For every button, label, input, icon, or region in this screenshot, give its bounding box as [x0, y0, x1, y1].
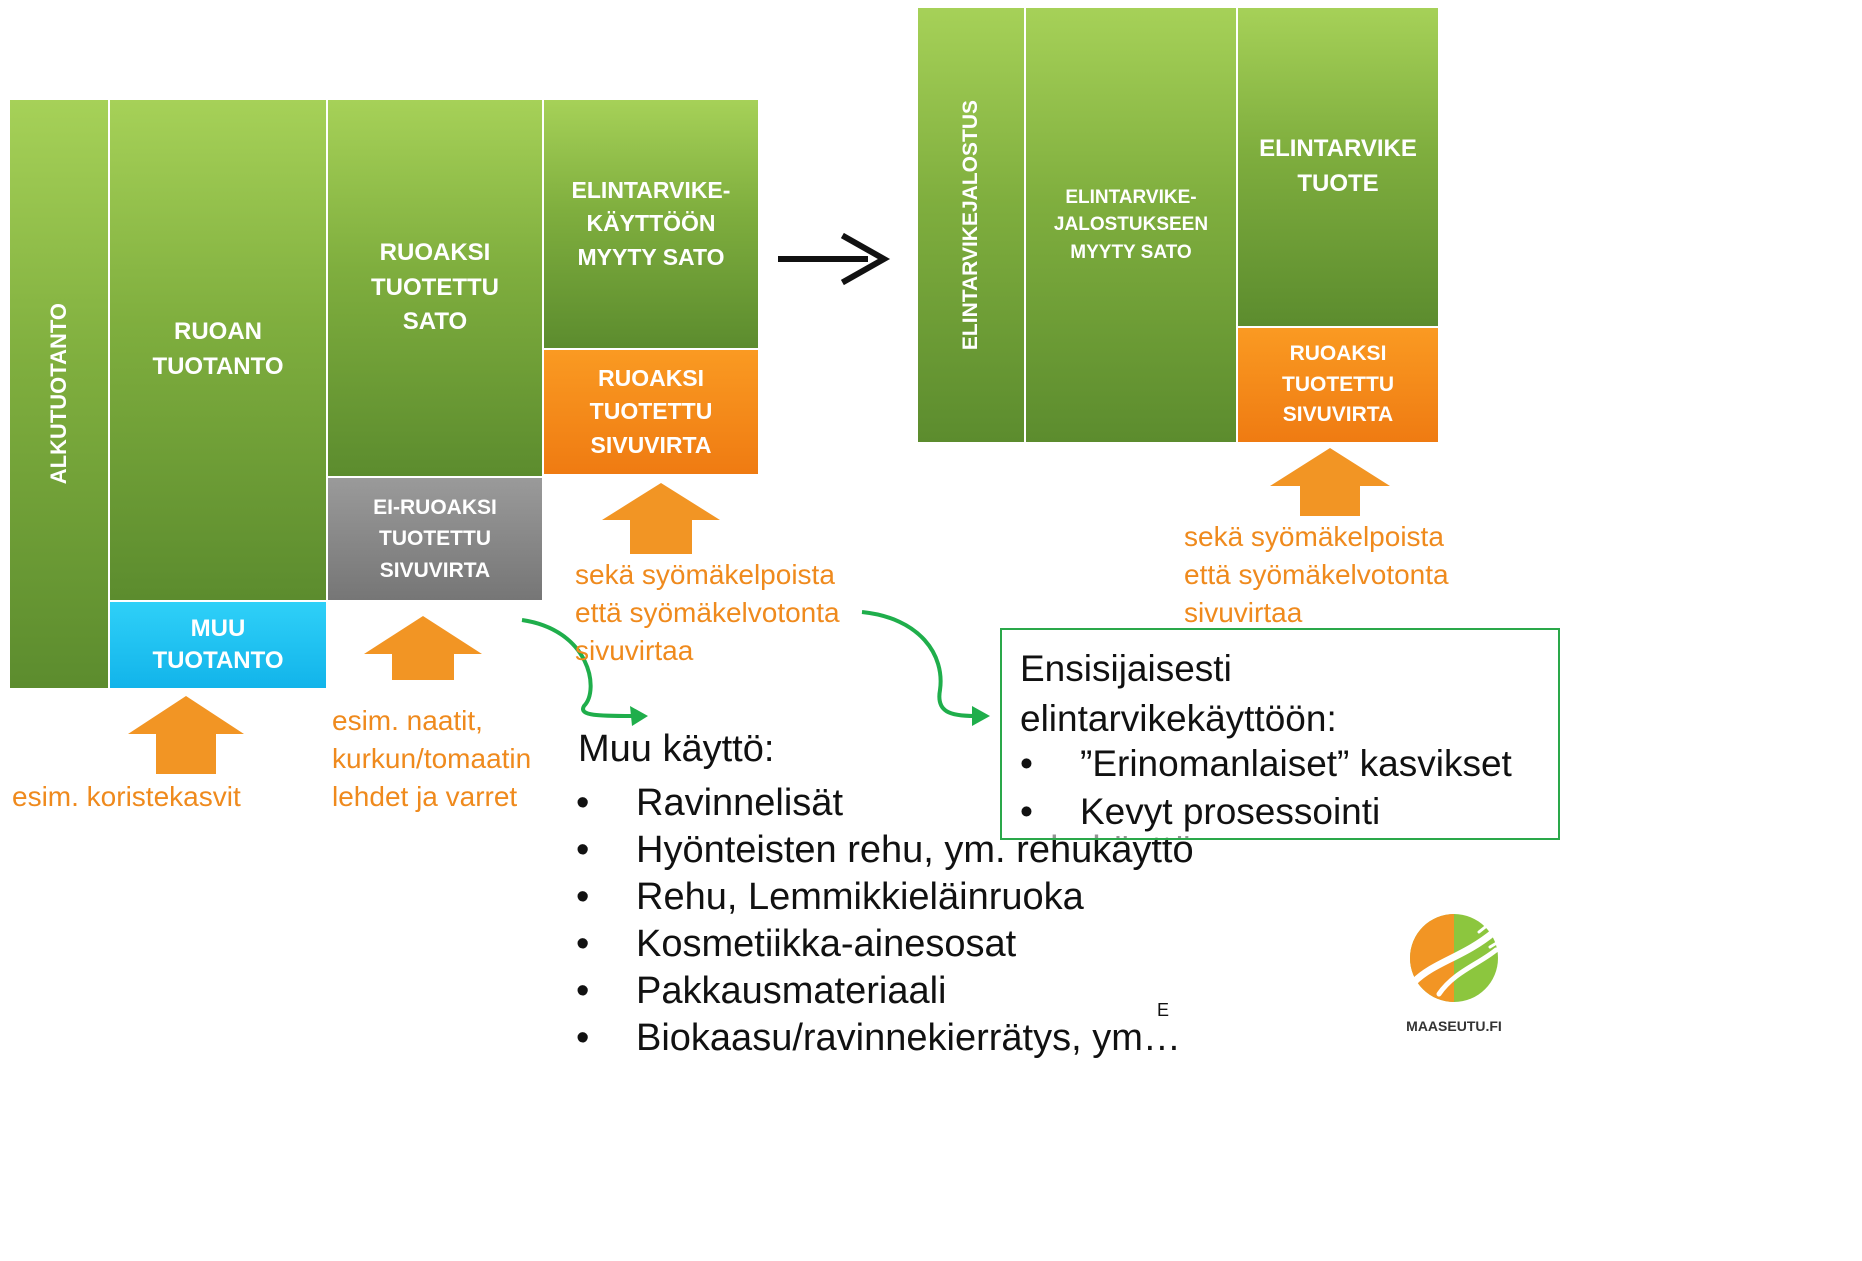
ensisijaisesti-list: ”Erinomanlaiset” kasvikset Kevyt prosess…	[1020, 740, 1512, 836]
naatit-note: esim. naatit, kurkun/tomaatin lehdet ja …	[332, 705, 532, 812]
muu-kaytto-title: Muu käyttö:	[578, 728, 775, 770]
elintarvikekayttoon-myyty-sato-label: ELINTARVIKE- KÄYTTÖÖN MYYTY SATO	[571, 176, 731, 270]
up-arrow-icon-koristekasvit	[128, 696, 244, 774]
muu-kaytto-item: Kosmetiikka-ainesosat	[576, 921, 1194, 968]
ei-ruoaksi-sivuvirta-block: EI-RUOAKSI TUOTETTU SIVUVIRTA	[326, 476, 544, 602]
ruoan-tuotanto-label: RUOAN TUOTANTO	[152, 318, 284, 380]
elintarvikekayttoon-myyty-sato-block: ELINTARVIKE- KÄYTTÖÖN MYYTY SATO	[542, 98, 760, 350]
sivuvirtaa-left-note: sekä syömäkelpoista että syömäkelvotonta…	[575, 559, 840, 666]
maaseutu-logo-icon	[1410, 914, 1502, 1002]
stray-letter: E	[1157, 1000, 1170, 1020]
alkutuotanto-label: ALKUTUOTANTO	[46, 303, 71, 485]
ruoaksi-tuotettu-sato-label: RUOAKSI TUOTETTU SATO	[371, 238, 499, 336]
jalostukseen-myyty-sato-label: ELINTARVIKE- JALOSTUKSEEN MYYTY SATO	[1053, 186, 1209, 263]
ensisijaisesti-item: ”Erinomanlaiset” kasvikset	[1020, 740, 1512, 788]
ruoaksi-sivuvirta-right-block: RUOAKSI TUOTETTU SIVUVIRTA	[1236, 326, 1440, 444]
up-arrow-icon-sivuvirtaa-right	[1270, 448, 1390, 516]
up-arrow-icon-naatit	[364, 616, 482, 680]
maaseutu-logo: MAASEUTU.FI	[1384, 902, 1524, 1042]
muu-kaytto-item: Rehu, Lemmikkieläinruoka	[576, 874, 1194, 921]
elintarvikejalostus-bar: ELINTARVIKEJALOSTUS	[916, 6, 1026, 444]
muu-tuotanto-label: MUU TUOTANTO	[152, 614, 284, 674]
alkutuotanto-bar: ALKUTUOTANTO	[8, 98, 110, 690]
ruoaksi-sivuvirta-left-label: RUOAKSI TUOTETTU SIVUVIRTA	[589, 364, 713, 458]
koristekasvit-note: esim. koristekasvit	[12, 781, 241, 812]
elintarvike-tuote-label: ELINTARVIKE TUOTE	[1259, 135, 1417, 197]
ruoaksi-sivuvirta-right-label: RUOAKSI TUOTETTU SIVUVIRTA	[1282, 342, 1394, 427]
muu-kaytto-item: Pakkausmateriaali	[576, 968, 1194, 1015]
jalostukseen-myyty-sato-block: ELINTARVIKE- JALOSTUKSEEN MYYTY SATO	[1024, 6, 1238, 444]
ensisijaisesti-item: Kevyt prosessointi	[1020, 788, 1512, 836]
right-arrow-icon	[778, 232, 891, 286]
connector-to-ensisijaisesti	[861, 610, 990, 726]
ensisijaisesti-box: Ensisijaisesti elintarvikekäyttöön: ”Eri…	[1000, 628, 1560, 840]
ruoaksi-sivuvirta-left-block: RUOAKSI TUOTETTU SIVUVIRTA	[542, 348, 760, 476]
ruoaksi-tuotettu-sato-block: RUOAKSI TUOTETTU SATO	[326, 98, 544, 478]
maaseutu-logo-text: MAASEUTU.FI	[1406, 1018, 1502, 1034]
elintarvike-tuote-block: ELINTARVIKE TUOTE	[1236, 6, 1440, 328]
ensisijaisesti-title: Ensisijaisesti elintarvikekäyttöön:	[1020, 648, 1337, 739]
elintarvikejalostus-label: ELINTARVIKEJALOSTUS	[959, 99, 982, 351]
muu-kaytto-item: Ravinnelisät	[576, 780, 1194, 827]
muu-kaytto-list: Ravinnelisät Hyönteisten rehu, ym. rehuk…	[576, 780, 1194, 1062]
muu-kaytto-item: Biokaasu/ravinnekierrätys, ym…	[576, 1015, 1194, 1062]
sivuvirtaa-right-note: sekä syömäkelpoista että syömäkelvotonta…	[1184, 521, 1449, 628]
up-arrow-icon-sivuvirtaa-left	[602, 483, 720, 554]
muu-tuotanto-block: MUU TUOTANTO	[108, 600, 328, 690]
ruoan-tuotanto-block: RUOAN TUOTANTO	[108, 98, 328, 602]
ei-ruoaksi-sivuvirta-label: EI-RUOAKSI TUOTETTU SIVUVIRTA	[373, 495, 497, 582]
